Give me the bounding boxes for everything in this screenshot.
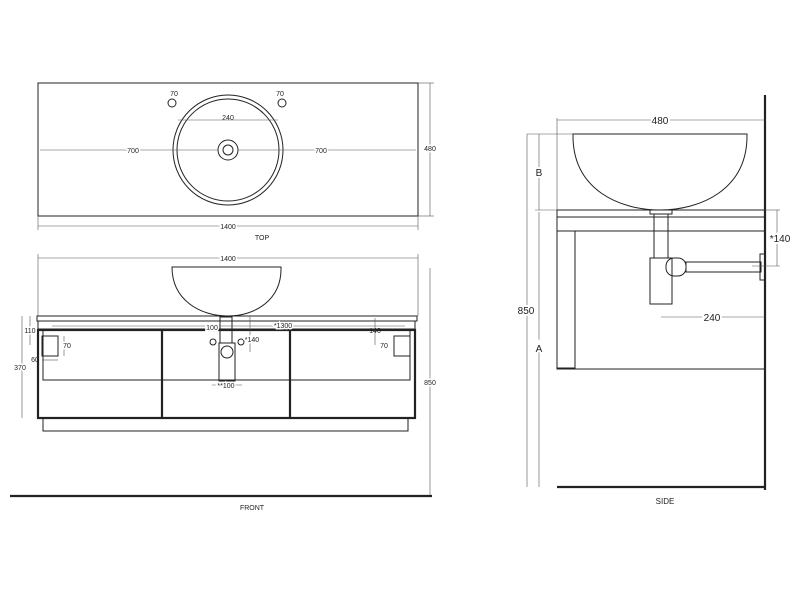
trap-projection-dim: 240 <box>704 313 721 324</box>
side-wall-flange <box>759 253 766 281</box>
waste-height-dim: *140 <box>245 337 260 344</box>
trap-outlet <box>220 345 234 359</box>
vessel-basin <box>171 266 282 317</box>
tap-left-dim: 70 <box>170 91 178 98</box>
basin-height-label: B <box>536 168 543 179</box>
drain <box>217 139 239 161</box>
fixing-left <box>209 338 217 346</box>
view-label-front: FRONT <box>240 505 265 512</box>
plinth <box>42 417 409 432</box>
top-rail <box>37 320 416 330</box>
bracket-offset-dim: 140 <box>369 328 381 335</box>
bracket-height-right-dim: 70 <box>380 343 388 350</box>
depth-dim: 480 <box>424 146 436 153</box>
width-dim: 1400 <box>220 224 236 231</box>
side-trap-height-dim: *140 <box>770 234 791 245</box>
side-cabinet <box>556 230 766 370</box>
side-waste-flange <box>649 209 673 215</box>
cabinet-height-label: A <box>536 344 543 355</box>
waste-spacing-dim: **100 <box>217 383 234 390</box>
bracket-width-dim: 60 <box>31 357 39 364</box>
left-offset-dim: 700 <box>127 148 139 155</box>
tap-hole-right <box>277 98 287 108</box>
right-offset-dim: 700 <box>315 148 327 155</box>
side-total-height-dim: 850 <box>518 306 535 317</box>
drain-inner <box>222 144 234 156</box>
top-view: 70 70 240 700 700 480 1400 TOP <box>37 82 437 242</box>
waste-offset-dim: 100 <box>206 325 218 332</box>
front-width-dim: 1400 <box>220 256 236 263</box>
front-total-height-dim: 850 <box>424 380 436 387</box>
tap-right-dim: 70 <box>276 91 284 98</box>
side-trap-elbow <box>665 257 687 277</box>
countertop-outline <box>37 82 419 217</box>
side-depth-dim: 480 <box>652 116 669 127</box>
tap-hole-left <box>167 98 177 108</box>
side-front-panel <box>556 230 576 369</box>
view-label-top: TOP <box>255 235 270 242</box>
side-trap <box>649 257 673 305</box>
side-outlet-pipe <box>685 261 762 273</box>
basin-diameter-dim: 240 <box>222 115 234 122</box>
bracket-spacing-dim: *1300 <box>274 323 292 330</box>
front-view: 1400 110 370 60 70 70 *1300 140 100 *14 <box>10 254 437 512</box>
fixing-right <box>237 338 245 346</box>
bracket-height-left-dim: 70 <box>63 343 71 350</box>
side-basin <box>572 133 748 211</box>
view-label-side: SIDE <box>656 497 675 506</box>
bracket-right <box>393 335 411 357</box>
side-view: 480 B A 850 *140 240 SIDE <box>516 95 793 506</box>
trap <box>218 342 236 382</box>
bracket-left <box>41 335 59 357</box>
cabinet-height-dim: 370 <box>14 365 26 372</box>
side-top-rail <box>556 216 766 232</box>
side-waste-pipe <box>653 213 669 259</box>
drawer-line <box>42 329 411 381</box>
bracket-top-dim: 110 <box>24 328 35 335</box>
